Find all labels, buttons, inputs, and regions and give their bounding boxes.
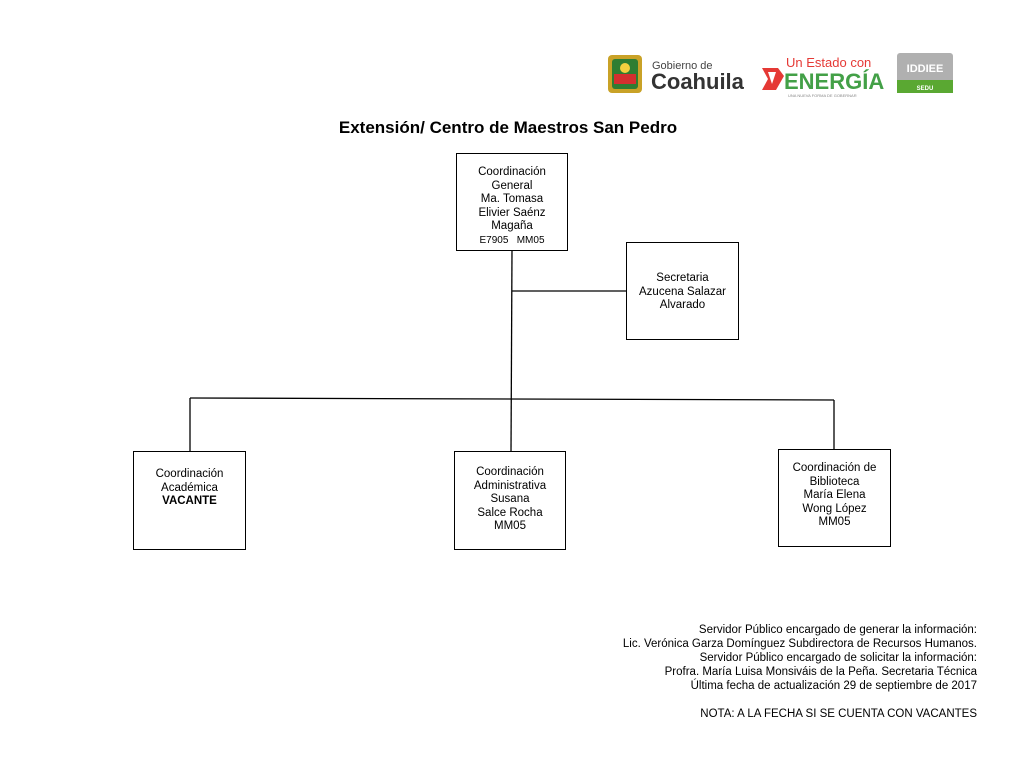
footer-line-3: Servidor Público encargado de solicitar … xyxy=(699,652,977,664)
iddiee-text: IDDIEE xyxy=(907,63,944,75)
coahuila-shield-icon xyxy=(608,55,642,93)
node-administrativa-line-4: Salce Rocha xyxy=(477,506,543,519)
node-general-line-4: Elivier Saénz xyxy=(478,206,546,219)
node-biblioteca-line-3: María Elena xyxy=(803,489,866,502)
footer-info: Servidor Público encargado de generar la… xyxy=(623,623,977,721)
node-general-code: E7905 MM05 xyxy=(479,234,545,246)
node-secretaria-line-1: Secretaria xyxy=(656,272,709,284)
node-coordinacion-general: Coordinación General Ma. Tomasa Elivier … xyxy=(456,153,568,251)
header-logos: Gobierno de Coahuila Un Estado con ENERG… xyxy=(0,0,1024,110)
node-administrativa-line-5: MM05 xyxy=(494,520,526,533)
footer-line-4: Profra. María Luisa Monsiváis de la Peña… xyxy=(664,666,977,678)
node-administrativa-line-2: Administrativa xyxy=(473,479,547,492)
energia-star-icon xyxy=(762,68,784,90)
node-secretaria: Secretaria Azucena Salazar Alvarado xyxy=(626,242,739,340)
sedu-text: SEDU xyxy=(917,86,934,92)
node-coordinacion-academica: Coordinación Académica VACANTE xyxy=(133,451,246,550)
coahuila-small-text: Gobierno de xyxy=(652,60,713,72)
node-academica-line-2: Académica xyxy=(161,481,218,494)
node-secretaria-line-2: Azucena Salazar xyxy=(639,285,726,298)
node-administrativa-line-1: Coordinación xyxy=(476,466,544,478)
node-general-line-5: Magaña xyxy=(491,220,533,233)
footer-line-2: Lic. Verónica Garza Domínguez Subdirecto… xyxy=(622,638,977,650)
coahuila-big-text: Coahuila xyxy=(651,69,745,94)
node-secretaria-line-3: Alvarado xyxy=(659,299,706,312)
node-coordinacion-administrativa: Coordinación Administrativa Susana Salce… xyxy=(454,451,566,550)
logo-group: Gobierno de Coahuila Un Estado con ENERG… xyxy=(608,53,953,98)
connector-general-trunk xyxy=(510,249,513,453)
footer-line-5: Última fecha de actualización 29 de sept… xyxy=(690,680,977,692)
node-general-line-1: Coordinación xyxy=(478,166,546,178)
footer-note: NOTA: A LA FECHA SI SE CUENTA CON VACANT… xyxy=(700,708,977,720)
node-academica-status: VACANTE xyxy=(162,495,217,508)
node-coordinacion-biblioteca: Coordinación de Biblioteca María Elena W… xyxy=(778,449,891,547)
energia-top-text: Un Estado con xyxy=(786,55,871,70)
node-general-line-3: Ma. Tomasa xyxy=(480,193,544,206)
energia-big-text: ENERGÍA xyxy=(784,69,884,94)
node-biblioteca-line-2: Biblioteca xyxy=(809,475,860,488)
node-biblioteca-line-5: MM05 xyxy=(818,516,851,529)
footer-line-1: Servidor Público encargado de generar la… xyxy=(698,624,977,636)
node-biblioteca-line-1: Coordinación de xyxy=(792,462,877,474)
node-administrativa-line-3: Susana xyxy=(490,493,530,506)
node-biblioteca-line-4: Wong López xyxy=(802,502,867,515)
iddiee-badge: IDDIEE SEDU xyxy=(897,53,953,93)
connector-horizontal xyxy=(189,397,835,401)
energia-tagline: UNA NUEVA FORMA DE GOBERNAR xyxy=(788,93,857,98)
node-general-line-2: General xyxy=(491,179,533,192)
node-academica-line-1: Coordinación xyxy=(155,468,224,480)
page-title: Extensión/ Centro de Maestros San Pedro xyxy=(338,118,678,137)
